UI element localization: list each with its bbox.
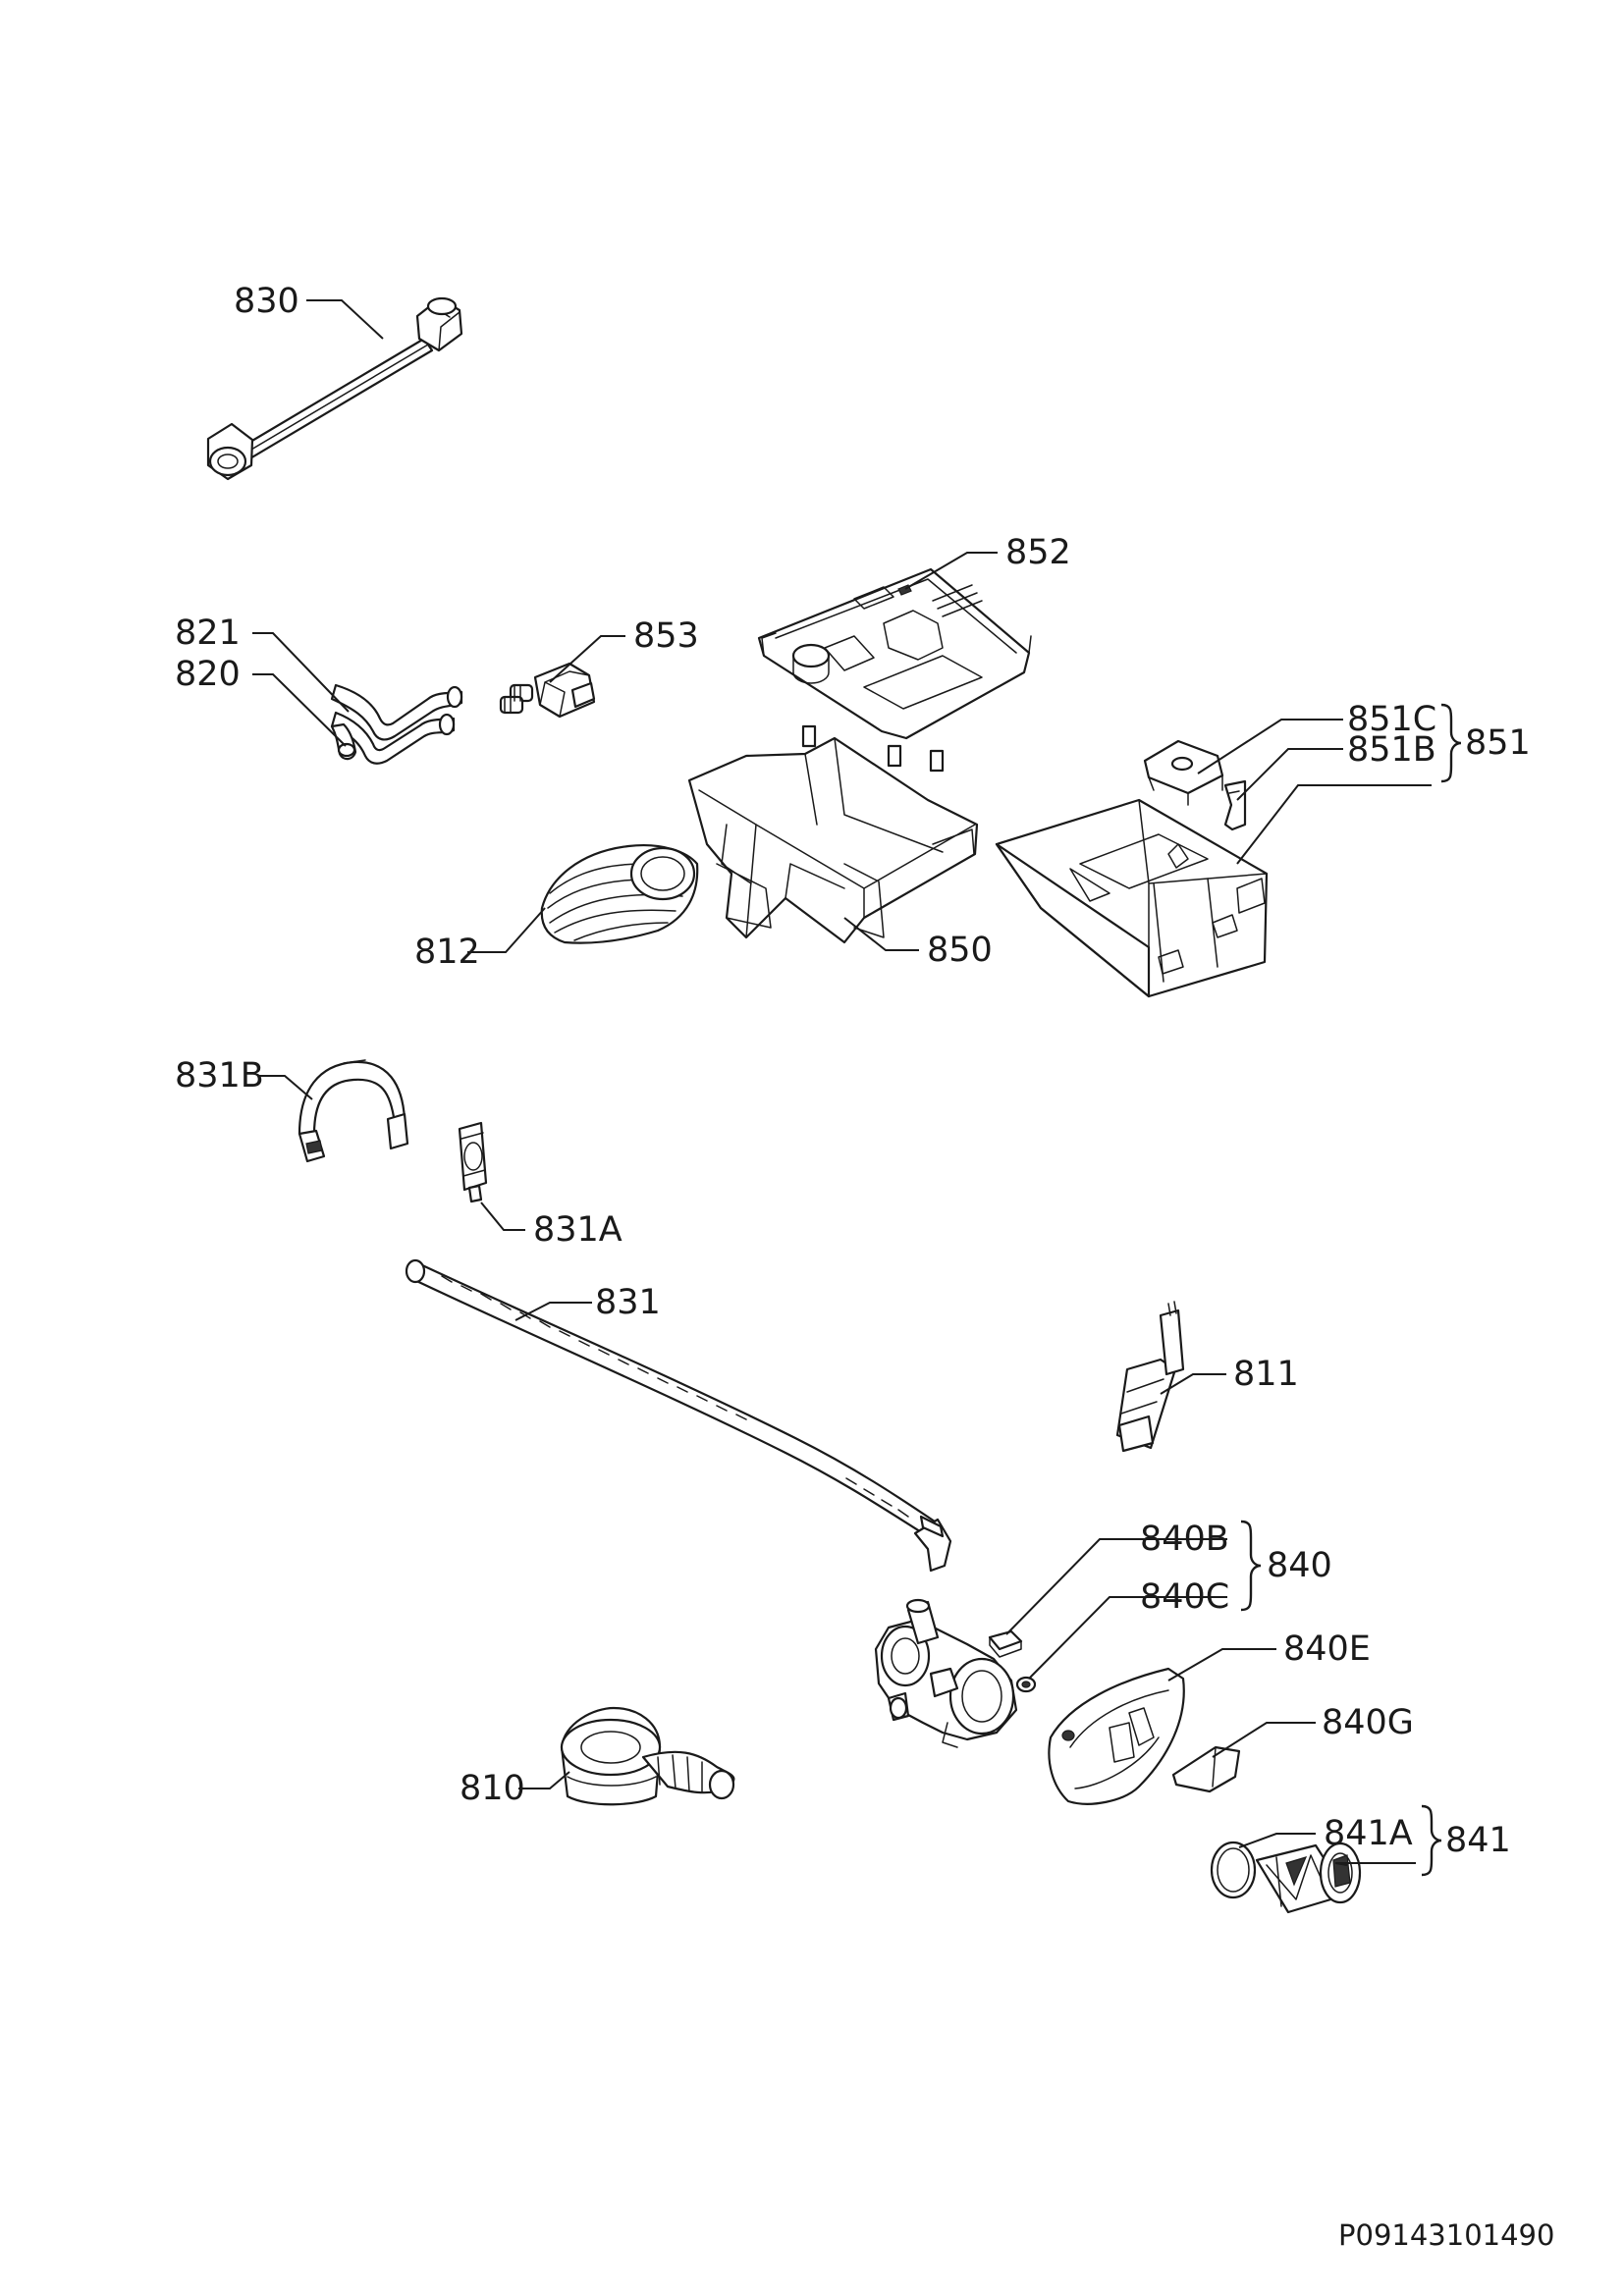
label-831B: 831B — [175, 1056, 264, 1095]
label-840B: 840B — [1140, 1520, 1229, 1559]
label-830: 830 — [234, 282, 299, 321]
part-851B-clip — [1223, 779, 1247, 831]
part-labels: 830 852 821 820 853 851C 851B 851 812 85… — [175, 282, 1531, 1860]
label-850: 850 — [927, 931, 993, 970]
label-810: 810 — [460, 1769, 525, 1808]
label-841A: 841A — [1324, 1814, 1413, 1853]
part-841A-seal-ring — [1210, 1841, 1257, 1899]
label-840C: 840C — [1140, 1577, 1229, 1617]
label-853: 853 — [633, 616, 699, 656]
part-851C-siphon-cap — [1143, 739, 1224, 806]
label-820: 820 — [175, 655, 241, 694]
label-812: 812 — [414, 933, 480, 972]
label-831A: 831A — [533, 1210, 623, 1250]
label-840E: 840E — [1283, 1629, 1371, 1669]
group-braces — [1240, 703, 1462, 1877]
part-820-821-hoses — [330, 683, 463, 765]
part-812-bellows-hose — [540, 844, 699, 944]
part-853-inlet-valve — [499, 662, 596, 719]
label-851B: 851B — [1347, 730, 1436, 770]
part-840C — [1015, 1676, 1037, 1693]
leader-lines — [252, 299, 1432, 1866]
label-851: 851 — [1465, 723, 1531, 763]
part-852-dispenser-cover — [757, 567, 1032, 740]
part-831A-hose-clip — [458, 1121, 488, 1203]
label-821: 821 — [175, 614, 241, 653]
label-811: 811 — [1233, 1355, 1299, 1394]
part-831B-hose-hook — [298, 1059, 409, 1163]
part-840G-flap — [1171, 1745, 1241, 1793]
part-840E-pump-cover — [1048, 1667, 1185, 1805]
label-831: 831 — [595, 1283, 661, 1322]
part-850-dispenser-housing — [687, 724, 979, 944]
part-840-drain-pump — [874, 1598, 1018, 1748]
part-841-drain-filter — [1255, 1842, 1362, 1914]
label-851C: 851C — [1347, 700, 1436, 739]
part-831-drain-hose — [405, 1258, 952, 1573]
part-840B — [988, 1629, 1023, 1658]
label-840: 840 — [1267, 1546, 1332, 1585]
part-810-sump — [560, 1706, 735, 1806]
label-840G: 840G — [1322, 1703, 1414, 1742]
label-841: 841 — [1445, 1821, 1511, 1860]
part-811-pressure-sensor — [1115, 1301, 1185, 1453]
part-851-detergent-drawer — [995, 798, 1269, 998]
part-830-inlet-hose — [206, 296, 463, 481]
document-id: P09143101490 — [1338, 2218, 1554, 2252]
label-852: 852 — [1005, 533, 1071, 572]
